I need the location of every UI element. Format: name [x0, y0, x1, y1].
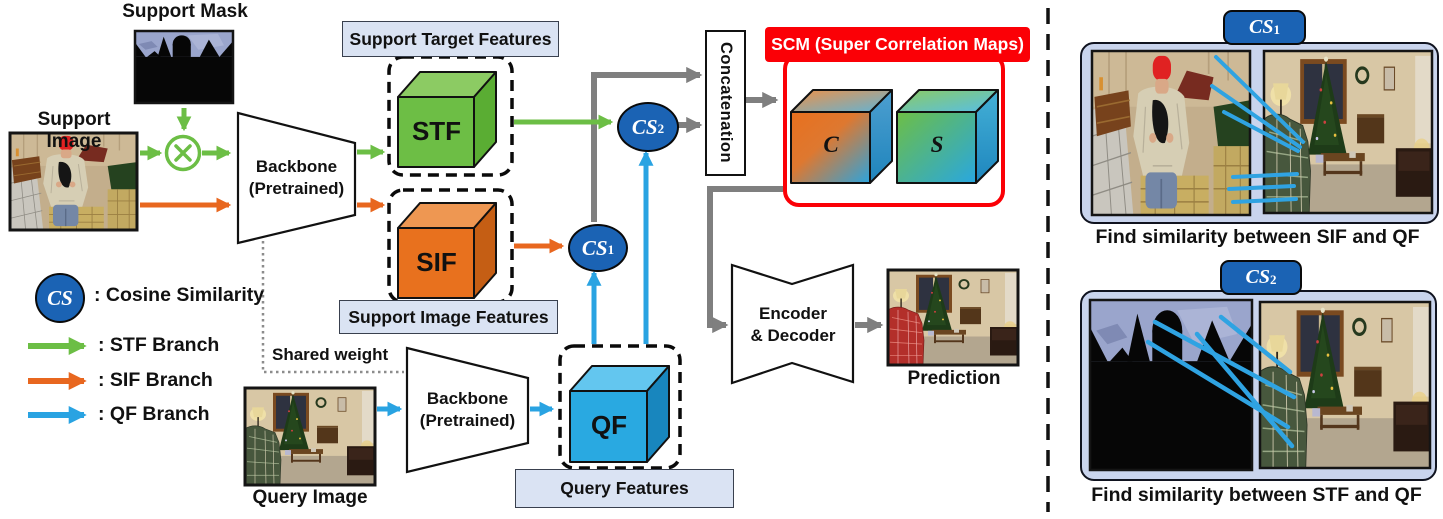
cs1-correspondence-lines [1210, 55, 1305, 204]
cubes [397, 71, 999, 463]
cs2-panel-query-photo [1258, 300, 1432, 470]
qf-branch-arrows [377, 150, 654, 417]
encoder-decoder-label: Encoder & Decoder [750, 304, 836, 345]
sif-branch-arrows [140, 197, 565, 254]
arrow-scm-to-encoder [707, 186, 783, 334]
cs2-correspondence-lines [1145, 314, 1297, 449]
c-cube-label: C [823, 132, 839, 157]
concatenation-box: Concatenation [705, 30, 746, 176]
support-image-features-box: Support Image Features [339, 300, 558, 334]
cs1-panel-caption: Find similarity between SIF and QF [1095, 226, 1420, 248]
scm-title-bar: SCM (Super Correlation Maps) [765, 27, 1030, 62]
s-correlation-cube [896, 89, 999, 184]
legend-stf-branch: : STF Branch [98, 334, 220, 356]
s-cube-label: S [930, 132, 944, 157]
stf-branch-arrows [140, 108, 614, 161]
legend-arrow-samples [28, 337, 87, 424]
prediction-photo [886, 268, 1020, 367]
backbone-top-label: Backbone (Pretrained) [248, 157, 345, 198]
legend-qf-branch: : QF Branch [98, 403, 210, 425]
legend-cosine-similarity: : Cosine Similarity [94, 284, 265, 306]
cs2-panel-caption: Find similarity between STF and QF [1091, 484, 1422, 506]
backbone-top-shape [236, 111, 357, 245]
qf-dashed-box [558, 344, 682, 470]
encoder-decoder-shape [730, 263, 855, 385]
gray-arrows [591, 66, 884, 334]
sif-cube [397, 202, 497, 299]
legend-cs-icon: CS [35, 273, 85, 323]
stf-cube [397, 71, 497, 168]
qf-cube-label: QF [590, 410, 628, 440]
c-correlation-cube [790, 89, 893, 184]
query-features-box: Query Features [515, 469, 734, 508]
legend-sif-branch: : SIF Branch [98, 369, 213, 391]
support-image-label: Support Image [37, 109, 111, 152]
sif-cube-label: SIF [416, 247, 457, 277]
arrow-cs1-to-concatenation [591, 66, 703, 222]
cs1-panel-support-photo [1090, 49, 1252, 217]
support-mask-label: Support Mask [122, 1, 248, 22]
shared-weight-label: Shared weight [272, 345, 389, 364]
cs1-panel-query-photo [1262, 49, 1434, 215]
stf-dashed-box [387, 55, 514, 177]
backbone-bottom-shape [405, 346, 530, 474]
query-image-photo [243, 386, 377, 487]
stf-cube-label: STF [411, 116, 462, 146]
query-image-label: Query Image [252, 487, 368, 508]
support-target-features-box: Support Target Features [342, 21, 559, 57]
support-image-photo [8, 131, 139, 232]
qf-cube [569, 365, 670, 463]
multiply-icon [164, 134, 202, 172]
scm-border-box [783, 53, 1005, 207]
shared-weight-line [261, 241, 404, 374]
cs2-panel-mask-photo [1088, 298, 1254, 472]
backbone-bottom-label: Backbone (Pretrained) [419, 389, 516, 430]
support-mask-photo [133, 29, 235, 105]
prediction-label: Prediction [907, 368, 1001, 389]
